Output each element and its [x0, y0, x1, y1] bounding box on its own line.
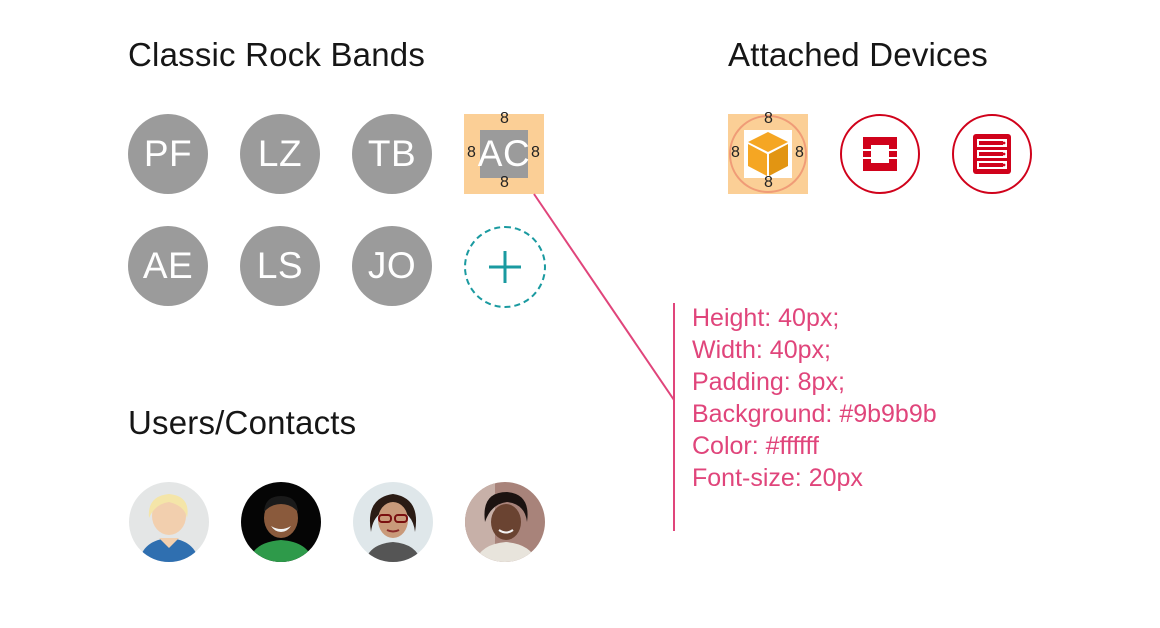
band-avatar[interactable]: TB: [352, 114, 432, 194]
band-avatar[interactable]: PF: [128, 114, 208, 194]
openstack-icon: [863, 137, 897, 171]
spec-width: Width: 40px;: [692, 336, 831, 364]
band-avatar[interactable]: LS: [240, 226, 320, 306]
device-padding-label-right: 8: [795, 144, 804, 161]
padding-label-top: 8: [500, 110, 509, 127]
user-avatar-photo[interactable]: [241, 482, 321, 562]
server-icon: [973, 134, 1011, 174]
user-photo-image: [353, 482, 433, 562]
band-avatar-content: AC: [478, 130, 530, 178]
band-avatar-highlighted[interactable]: AC: [464, 114, 544, 194]
device-cube[interactable]: [728, 114, 808, 194]
section-title-users: Users/Contacts: [128, 404, 357, 441]
add-band-button[interactable]: [464, 226, 546, 308]
spec-height: Height: 40px;: [692, 304, 840, 332]
section-title-devices: Attached Devices: [728, 36, 988, 73]
plus-icon: [489, 251, 521, 283]
spec-bracket-line: [673, 303, 675, 531]
cube-icon: [729, 115, 807, 193]
device-padding-label-bottom: 8: [764, 174, 773, 191]
user-photo-image: [465, 482, 545, 562]
device-openstack[interactable]: [840, 114, 920, 194]
spec-padding: Padding: 8px;: [692, 368, 845, 396]
user-photo-image: [129, 482, 209, 562]
padding-label-bottom: 8: [500, 174, 509, 191]
device-server[interactable]: [952, 114, 1032, 194]
band-avatar[interactable]: LZ: [240, 114, 320, 194]
band-avatar[interactable]: JO: [352, 226, 432, 306]
user-avatar-photo[interactable]: [129, 482, 209, 562]
padding-label-right: 8: [531, 144, 540, 161]
spec-font-size: Font-size: 20px: [692, 464, 863, 492]
padding-label-left: 8: [467, 144, 476, 161]
spec-color: Color: #ffffff: [692, 432, 819, 460]
device-padding-label-top: 8: [764, 110, 773, 127]
section-title-bands: Classic Rock Bands: [128, 36, 426, 73]
user-avatar-photo[interactable]: [465, 482, 545, 562]
user-avatar-photo[interactable]: [353, 482, 433, 562]
user-photo-image: [241, 482, 321, 562]
band-avatar[interactable]: AE: [128, 226, 208, 306]
spec-annotation: Height: 40px; Width: 40px; Padding: 8px;…: [692, 302, 937, 494]
device-padding-label-left: 8: [731, 144, 740, 161]
spec-background: Background: #9b9b9b: [692, 400, 937, 428]
